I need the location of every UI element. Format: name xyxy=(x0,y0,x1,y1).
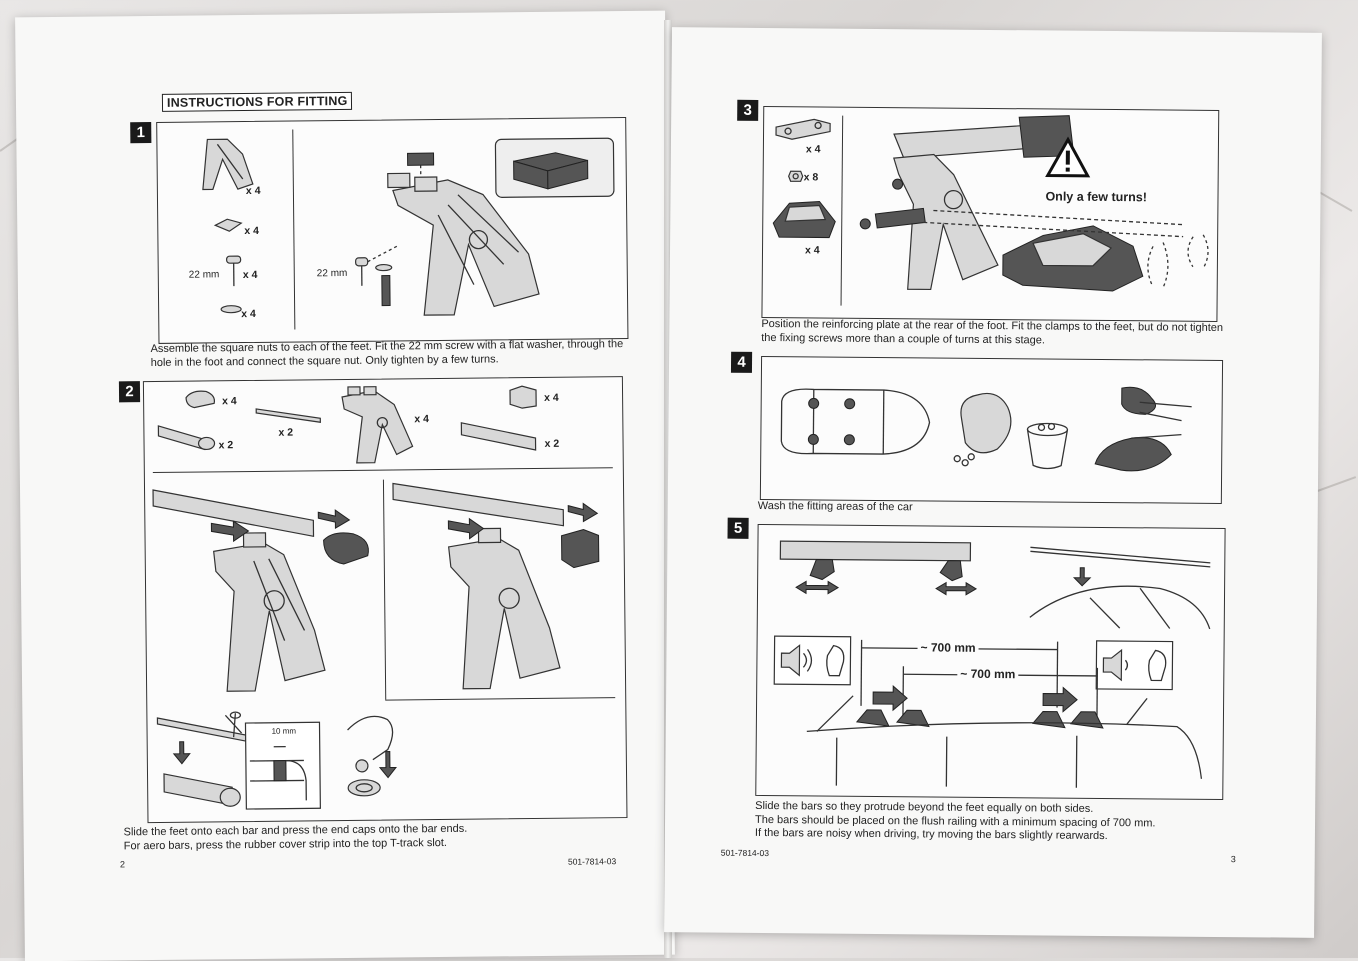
step-3-frame: x 4 x 8 x 4 xyxy=(761,106,1219,322)
step-3-qty-nuts: x 8 xyxy=(804,171,819,183)
step-3-divider xyxy=(841,116,844,306)
step-1-qty-feet: x 4 xyxy=(246,185,261,197)
step-1-screw-size: 22 mm xyxy=(189,269,220,280)
bar-slide-drawing xyxy=(776,535,977,607)
clamp-icon xyxy=(769,193,839,244)
left-page-number: 2 xyxy=(120,859,125,869)
round-bar-assembly-drawing xyxy=(153,480,385,692)
step-1-frame: x 4 x 4 22 mm x 4 x 4 22 mm xyxy=(156,117,628,344)
step-1-divider xyxy=(292,130,295,330)
square-bar-assembly-drawing xyxy=(393,477,620,689)
right-page: 3 x 4 x 8 x 4 xyxy=(664,27,1322,938)
right-doc-number: 501-7814-03 xyxy=(721,848,769,858)
step-2-qty-strip: x 2 xyxy=(278,427,293,439)
step-5-caption: Slide the bars so they protrude beyond t… xyxy=(755,800,1225,845)
step-3-qty-clamps: x 4 xyxy=(805,244,820,256)
instructions-title: INSTRUCTIONS FOR FITTING xyxy=(162,92,353,112)
bucket-icon xyxy=(1023,421,1073,471)
cutting-strip-drawing xyxy=(155,711,256,812)
washing-hands-icon xyxy=(947,379,1028,470)
car-top-view-icon xyxy=(773,381,934,462)
car-with-feet-drawing xyxy=(796,675,1207,789)
rubber-strip-icon xyxy=(254,406,324,427)
step-2-qty-bars-sq: x 2 xyxy=(545,438,560,450)
step-1-screw-size-main: 22 mm xyxy=(317,268,348,279)
step-2-qty-caps-sq: x 4 xyxy=(544,392,559,404)
step-3-number: 3 xyxy=(737,100,758,121)
reinforcing-plate-icon xyxy=(774,117,834,144)
step-3-warning-text: Only a few turns! xyxy=(1045,189,1147,204)
end-cap-icon xyxy=(184,389,218,409)
step-2-top-divider xyxy=(153,467,613,473)
left-doc-number: 501-7814-03 xyxy=(568,856,616,867)
round-bar-icon xyxy=(156,421,216,452)
square-cap-icon xyxy=(508,384,538,410)
step-2-qty-caps: x 4 xyxy=(222,395,237,407)
step-2-qty-feet: x 4 xyxy=(414,413,429,425)
step-2-foot-icon xyxy=(334,384,415,465)
step-4-caption: Wash the fitting areas of the car xyxy=(758,500,913,515)
step-3-caption: Position the reinforcing plate at the re… xyxy=(761,318,1231,349)
step-4-frame xyxy=(760,356,1223,504)
step-1-caption: Assemble the square nuts to each of the … xyxy=(150,338,630,370)
step-5-distance-1: ~ 700 mm xyxy=(917,640,978,655)
step-2-frame: x 4 x 2 x 2 x 4 x 4 x 2 xyxy=(143,376,628,823)
step-1-qty-washers: x 4 xyxy=(241,308,256,320)
step-3-clamp-assembly-drawing xyxy=(853,114,1215,312)
square-nut-detail-callout xyxy=(495,138,616,199)
step-1-number: 1 xyxy=(130,122,151,143)
step-2-number: 2 xyxy=(119,381,140,402)
step-3-qty-plates: x 4 xyxy=(806,143,821,155)
step-2-caption: Slide the feet onto each bar and press t… xyxy=(124,821,624,853)
car-roof-rails-drawing xyxy=(1020,537,1221,629)
step-4-number: 4 xyxy=(731,352,752,373)
step-1-qty-nuts: x 4 xyxy=(244,225,259,237)
nut-icon xyxy=(788,169,804,183)
step-1-qty-screws: x 4 xyxy=(243,269,258,281)
press-cap-drawing xyxy=(327,709,418,810)
step-2-cut-size: 10 mm xyxy=(272,727,297,736)
left-page: INSTRUCTIONS FOR FITTING 1 x 4 x 4 22 mm… xyxy=(15,11,675,961)
warning-triangle-icon xyxy=(1046,137,1090,177)
washer-icon xyxy=(219,304,243,314)
step-2-lower-divider xyxy=(385,697,615,700)
square-nut-icon xyxy=(213,217,243,235)
right-page-number: 3 xyxy=(1231,854,1236,864)
step-5-number: 5 xyxy=(727,518,748,539)
square-bar-icon xyxy=(459,418,539,453)
step-5-frame: ~ 700 mm ~ 700 mm xyxy=(755,524,1225,800)
drying-cloth-icon xyxy=(1091,384,1202,475)
step-2-qty-bars-round: x 2 xyxy=(219,439,234,451)
